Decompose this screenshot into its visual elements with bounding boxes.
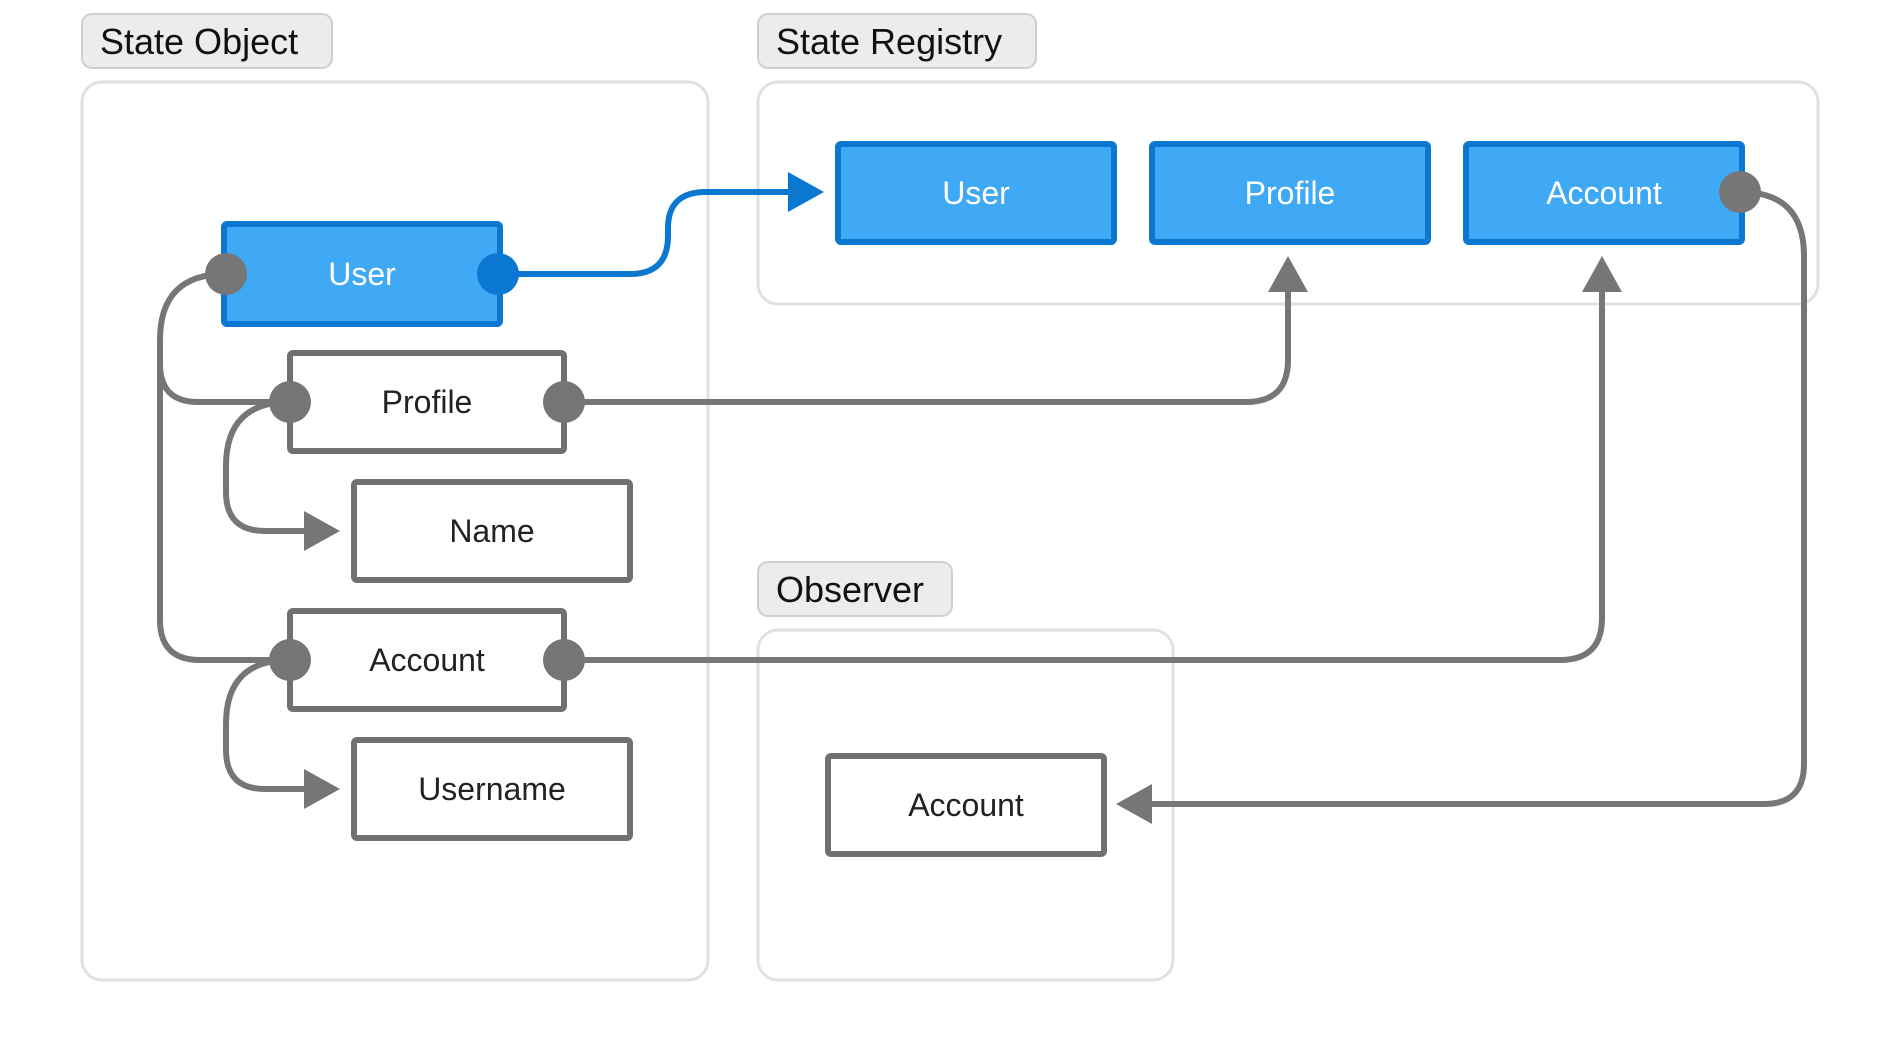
edge-profile-to-registry-profile	[561, 287, 1291, 405]
node-observer-account[interactable]: Account	[825, 753, 1107, 857]
port-object-user-left[interactable]	[205, 253, 247, 295]
observer-tag: Observer	[757, 561, 953, 617]
edge-account-to-username	[223, 657, 321, 792]
node-registry-profile-label: Profile	[1245, 175, 1336, 211]
state-registry-tag: State Registry	[757, 13, 1037, 69]
node-registry-account-label: Account	[1546, 175, 1662, 211]
edge-user-to-profile	[157, 271, 293, 405]
node-registry-user[interactable]: User	[835, 141, 1117, 245]
node-object-user[interactable]: User	[221, 221, 503, 327]
arrowhead-name	[304, 511, 340, 551]
arrowhead-registry-profile	[1268, 256, 1308, 292]
port-object-user-right[interactable]	[477, 253, 519, 295]
state-object-tag: State Object	[81, 13, 333, 69]
node-registry-account[interactable]: Account	[1463, 141, 1745, 245]
port-object-profile-left[interactable]	[269, 381, 311, 423]
node-object-account[interactable]: Account	[287, 608, 567, 712]
node-object-name[interactable]: Name	[351, 479, 633, 583]
port-registry-account-right[interactable]	[1719, 171, 1761, 213]
observer-title: Observer	[776, 569, 924, 610]
state-object-title: State Object	[100, 21, 298, 62]
arrowhead-registry-account	[1582, 256, 1622, 292]
node-object-username[interactable]: Username	[351, 737, 633, 841]
node-object-profile[interactable]: Profile	[287, 350, 567, 454]
arrowhead-observer-account	[1116, 784, 1152, 824]
node-object-username-label: Username	[418, 771, 566, 807]
arrowhead-registry-user	[788, 172, 824, 212]
node-object-name-label: Name	[449, 513, 534, 549]
port-object-account-left[interactable]	[269, 639, 311, 681]
node-object-user-label: User	[328, 256, 396, 292]
port-object-profile-right[interactable]	[543, 381, 585, 423]
edge-account-to-registry-account	[561, 287, 1605, 663]
node-registry-profile[interactable]: Profile	[1149, 141, 1431, 245]
node-object-profile-label: Profile	[382, 384, 473, 420]
edge-user-to-account	[157, 361, 293, 663]
node-registry-user-label: User	[942, 175, 1010, 211]
node-observer-account-label: Account	[908, 787, 1024, 823]
port-object-account-right[interactable]	[543, 639, 585, 681]
edge-registry-account-to-observer-account	[1147, 189, 1807, 807]
node-object-account-label: Account	[369, 642, 485, 678]
edge-user-to-registry-user	[495, 189, 793, 277]
arrowhead-username	[304, 769, 340, 809]
edge-profile-to-name	[223, 399, 321, 534]
state-registry-title: State Registry	[776, 21, 1002, 62]
